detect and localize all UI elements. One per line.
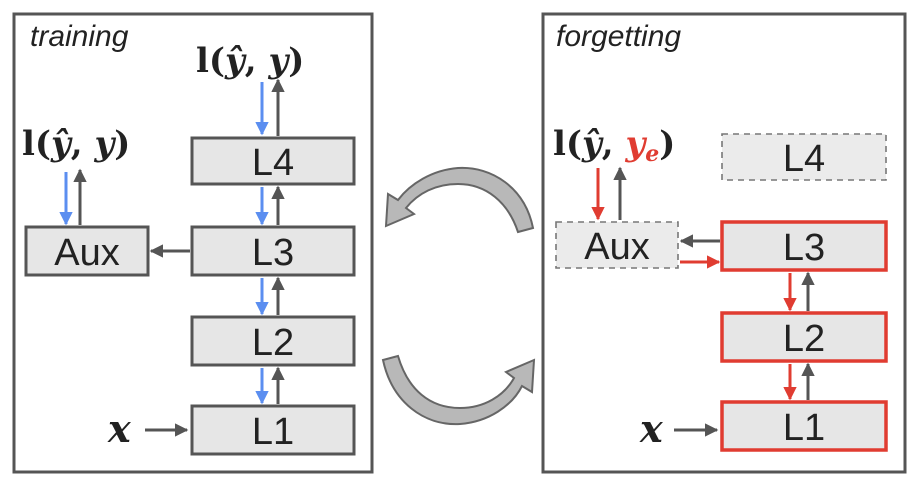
cycle-arrow-bottom	[381, 354, 536, 426]
forgetting-input-x: x	[639, 406, 664, 451]
forgetting-layer-l2: L2	[720, 311, 888, 363]
forgetting-layer-l1: L1	[720, 400, 888, 452]
svg-text:L4: L4	[252, 142, 294, 184]
svg-text:L1: L1	[252, 411, 294, 453]
svg-text:Aux: Aux	[584, 226, 649, 268]
forgetting-loss-aux: l(ŷ, ye)	[553, 124, 675, 167]
training-loss-top: l(ŷ, y)	[196, 41, 304, 81]
forgetting-panel: forgetting l(ŷ, ye) L4 Aux L3 L2 L1 x	[541, 12, 907, 474]
cycle-arrows	[381, 166, 536, 426]
training-input-x: x	[107, 406, 132, 451]
svg-text:L2: L2	[252, 322, 294, 364]
training-layer-l3: L3	[190, 225, 356, 277]
svg-text:L3: L3	[783, 227, 825, 269]
training-aux-head: Aux	[24, 225, 150, 277]
forgetting-layer-l3: L3	[720, 220, 888, 272]
forgetting-layer-l4: L4	[721, 133, 887, 181]
svg-text:L1: L1	[783, 407, 825, 449]
training-layer-l2: L2	[190, 315, 356, 367]
training-layer-l4: L4	[190, 136, 356, 186]
training-layer-l1: L1	[190, 404, 356, 456]
forgetting-aux-head: Aux	[555, 221, 679, 269]
svg-text:L2: L2	[783, 318, 825, 360]
cycle-arrow-top	[384, 166, 535, 234]
training-loss-aux: l(ŷ, y)	[22, 124, 130, 164]
training-panel: training l(ŷ, y) l(ŷ, y) L4 L3 L2 L1 Aux…	[12, 12, 374, 474]
training-panel-title: training	[30, 20, 129, 53]
forgetting-panel-title: forgetting	[556, 20, 681, 53]
svg-text:L4: L4	[783, 138, 825, 180]
svg-text:Aux: Aux	[54, 232, 119, 274]
svg-text:L3: L3	[252, 232, 294, 274]
